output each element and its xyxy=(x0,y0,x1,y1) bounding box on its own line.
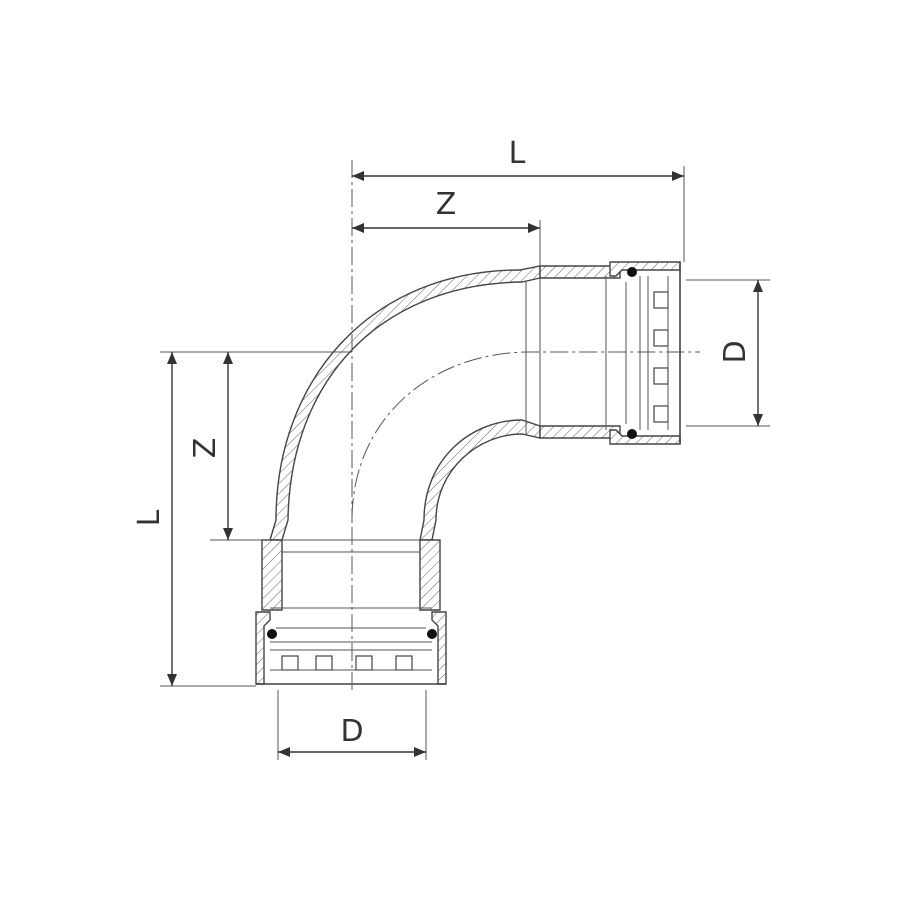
outer-bend-wall xyxy=(269,265,541,541)
right-socket xyxy=(605,261,681,445)
right-lower-wall xyxy=(539,425,621,439)
right-upper-wall xyxy=(539,265,621,279)
bottom-left-wall xyxy=(261,539,283,611)
label-length-left: L xyxy=(132,509,167,526)
label-length-top: L xyxy=(509,136,526,171)
center-lines xyxy=(351,160,700,690)
bottom-seal-left xyxy=(267,629,277,639)
bottom-right-wall xyxy=(419,539,441,611)
right-seal-bottom xyxy=(627,429,637,439)
label-diameter-bottom: D xyxy=(340,714,363,749)
label-z-top: Z xyxy=(436,187,457,222)
elbow-body xyxy=(261,265,621,611)
right-seal-top xyxy=(627,267,637,277)
bottom-seal-right xyxy=(427,629,437,639)
bottom-socket xyxy=(255,607,447,685)
inner-bend-wall xyxy=(419,419,541,541)
extension-lines xyxy=(160,166,770,760)
dimension-labels: L Z D L Z D xyxy=(132,136,753,749)
dimension-lines xyxy=(167,171,763,757)
label-z-left: Z xyxy=(188,438,223,459)
label-diameter-right: D xyxy=(718,340,753,363)
